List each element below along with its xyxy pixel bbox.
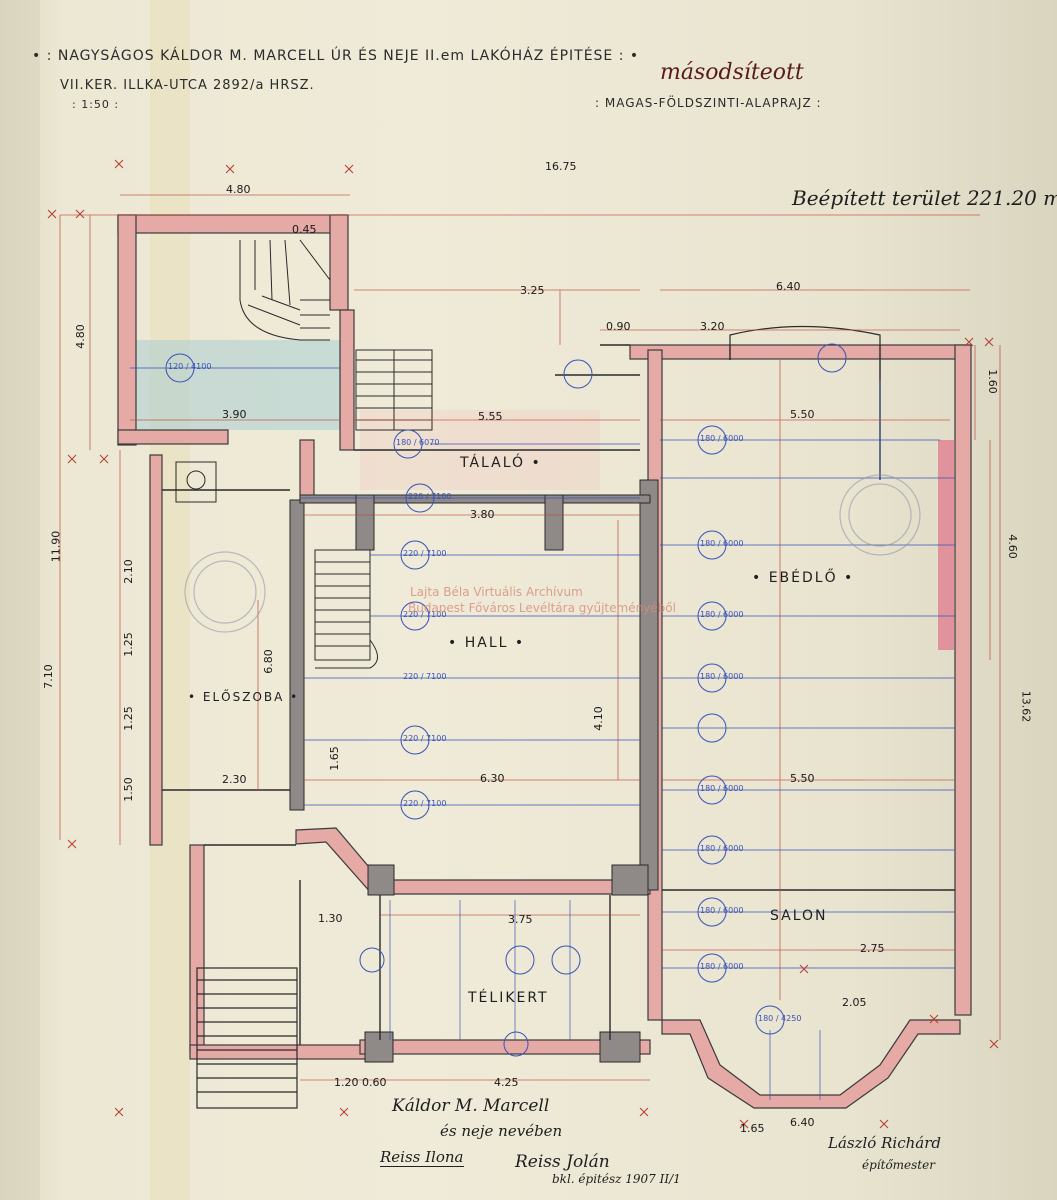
- room-label-telikert: TÉLIKERT: [468, 990, 549, 1006]
- archive-watermark-line2: Budapest Főváros Levéltára gyűjteményébő…: [408, 601, 676, 615]
- beam-lines: [130, 367, 955, 1100]
- project-address: VII.KER. ILLKA-UTCA 2892/a HRSZ.: [60, 78, 315, 93]
- plan-title: : MAGAS-FÖLDSZINTI-ALAPRAJZ :: [595, 96, 822, 110]
- dim-dining-top: 6.40: [776, 280, 801, 293]
- official-stamps: [184, 474, 921, 633]
- project-title: • : NAGYSÁGOS KÁLDOR M. MARCELL ÚR ÉS NE…: [32, 48, 640, 64]
- beam-label: 180 / 6000: [700, 539, 744, 548]
- dim-7-10: 7.10: [41, 664, 55, 689]
- beam-label: 180 / 6000: [700, 962, 744, 971]
- dim-1-25-a: 1.25: [121, 632, 135, 657]
- beam-label: 220 / 7100: [403, 549, 447, 558]
- beam-label: 180 / 6000: [700, 784, 744, 793]
- dim-1-20: 1.20: [334, 1076, 359, 1089]
- walls-pink: [117, 214, 972, 1109]
- beam-label: 180 / 6000: [700, 672, 744, 681]
- architect-signature: László Richárd: [828, 1134, 941, 1152]
- dim-hall-top: 3.25: [520, 284, 545, 297]
- cross-marks: [47, 159, 999, 1129]
- room-label-hall: • HALL •: [448, 635, 526, 651]
- dim-1-65-b: 1.65: [740, 1122, 765, 1135]
- hall-staircase: [314, 549, 378, 669]
- beam-label: 220 / 7100: [403, 734, 447, 743]
- beam-label: 120 / 4100: [168, 362, 212, 371]
- dim-11-90: 11.90: [49, 530, 63, 563]
- dim-13-62: 13.62: [1019, 690, 1033, 723]
- dim-0-60: 0.60: [362, 1076, 387, 1089]
- dim-3-80: 3.80: [470, 508, 495, 521]
- revision-annotation: másodsíteott: [660, 60, 804, 85]
- dim-4-60: 4.60: [1005, 534, 1019, 559]
- entrance-staircase: [196, 967, 298, 1109]
- built-area-note: Beépített terület 221.20 m²: [792, 186, 1057, 210]
- beam-label: 180 / 6070: [396, 438, 440, 447]
- dim-5-55: 5.55: [478, 410, 503, 423]
- archive-watermark-line1: Lajta Béla Virtuális Archívum: [410, 585, 583, 599]
- dim-6-40-bottom: 6.40: [790, 1116, 815, 1129]
- beam-label: 180 / 6000: [700, 844, 744, 853]
- dim-3-75: 3.75: [508, 913, 533, 926]
- beam-label: 180 / 6000: [700, 434, 744, 443]
- owner-signature-note: és neje nevében: [440, 1122, 563, 1140]
- beam-label: 220 / 7100: [403, 610, 447, 619]
- room-label-ebedlo: • EBÉDLŐ •: [752, 570, 855, 586]
- approval-signature: Reiss Jolán: [515, 1152, 610, 1172]
- tower-staircase: [239, 239, 331, 341]
- dim-total-width: 16.75: [545, 160, 577, 173]
- dimension-lines: [59, 194, 1001, 1081]
- beam-label: 180 / 6000: [700, 610, 744, 619]
- dim-4-25: 4.25: [494, 1076, 519, 1089]
- dim-1-60: 1.60: [985, 369, 999, 394]
- drawing-scale: : 1:50 :: [72, 98, 120, 111]
- approval-date: bkl. épitész 1907 II/1: [552, 1172, 681, 1186]
- dim-2-75: 2.75: [860, 942, 885, 955]
- dim-5-50-top: 5.50: [790, 408, 815, 421]
- dim-0-45: 0.45: [292, 223, 317, 236]
- dim-4-80-left: 4.80: [73, 324, 87, 349]
- dining-bay-window: [729, 325, 881, 345]
- beam-label: 220 / 7100: [403, 799, 447, 808]
- dim-4-10: 4.10: [591, 706, 605, 731]
- dim-0-90: 0.90: [606, 320, 631, 333]
- service-staircase: [355, 349, 433, 431]
- room-label-eloszoba: • ELŐSZOBA •: [188, 690, 300, 704]
- dim-2-05: 2.05: [842, 996, 867, 1009]
- wc-fixture: [175, 461, 217, 503]
- walls-grey: [289, 479, 659, 1063]
- dim-3-20: 3.20: [700, 320, 725, 333]
- dim-6-30: 6.30: [480, 772, 505, 785]
- dim-1-50: 1.50: [121, 777, 135, 802]
- beam-label: 220 / 7100: [403, 672, 447, 681]
- dim-3-90: 3.90: [222, 408, 247, 421]
- room-label-salon: SALON: [770, 908, 828, 924]
- dim-stair-width: 4.80: [226, 183, 251, 196]
- dim-1-25-b: 1.25: [121, 706, 135, 731]
- beam-label: 220 / 7100: [408, 492, 452, 501]
- architect-title: építőmester: [862, 1158, 935, 1172]
- dim-6-80: 6.80: [261, 649, 275, 674]
- beam-markers: [165, 343, 847, 1057]
- wife-signature: Reiss Ilona: [380, 1148, 464, 1167]
- dim-5-50-mid: 5.50: [790, 772, 815, 785]
- dim-1-65: 1.65: [327, 746, 341, 771]
- dim-2-30: 2.30: [222, 773, 247, 786]
- paper-edge-left: [0, 0, 40, 1200]
- dim-2-10: 2.10: [121, 559, 135, 584]
- dim-1-30: 1.30: [318, 912, 343, 925]
- owner-signature: Káldor M. Marcell: [392, 1096, 550, 1116]
- glazed-area: [130, 340, 340, 430]
- beam-label: 180 / 4250: [758, 1014, 802, 1023]
- room-label-talalo: TÁLALÓ •: [460, 455, 542, 471]
- beam-label: 180 / 6000: [700, 906, 744, 915]
